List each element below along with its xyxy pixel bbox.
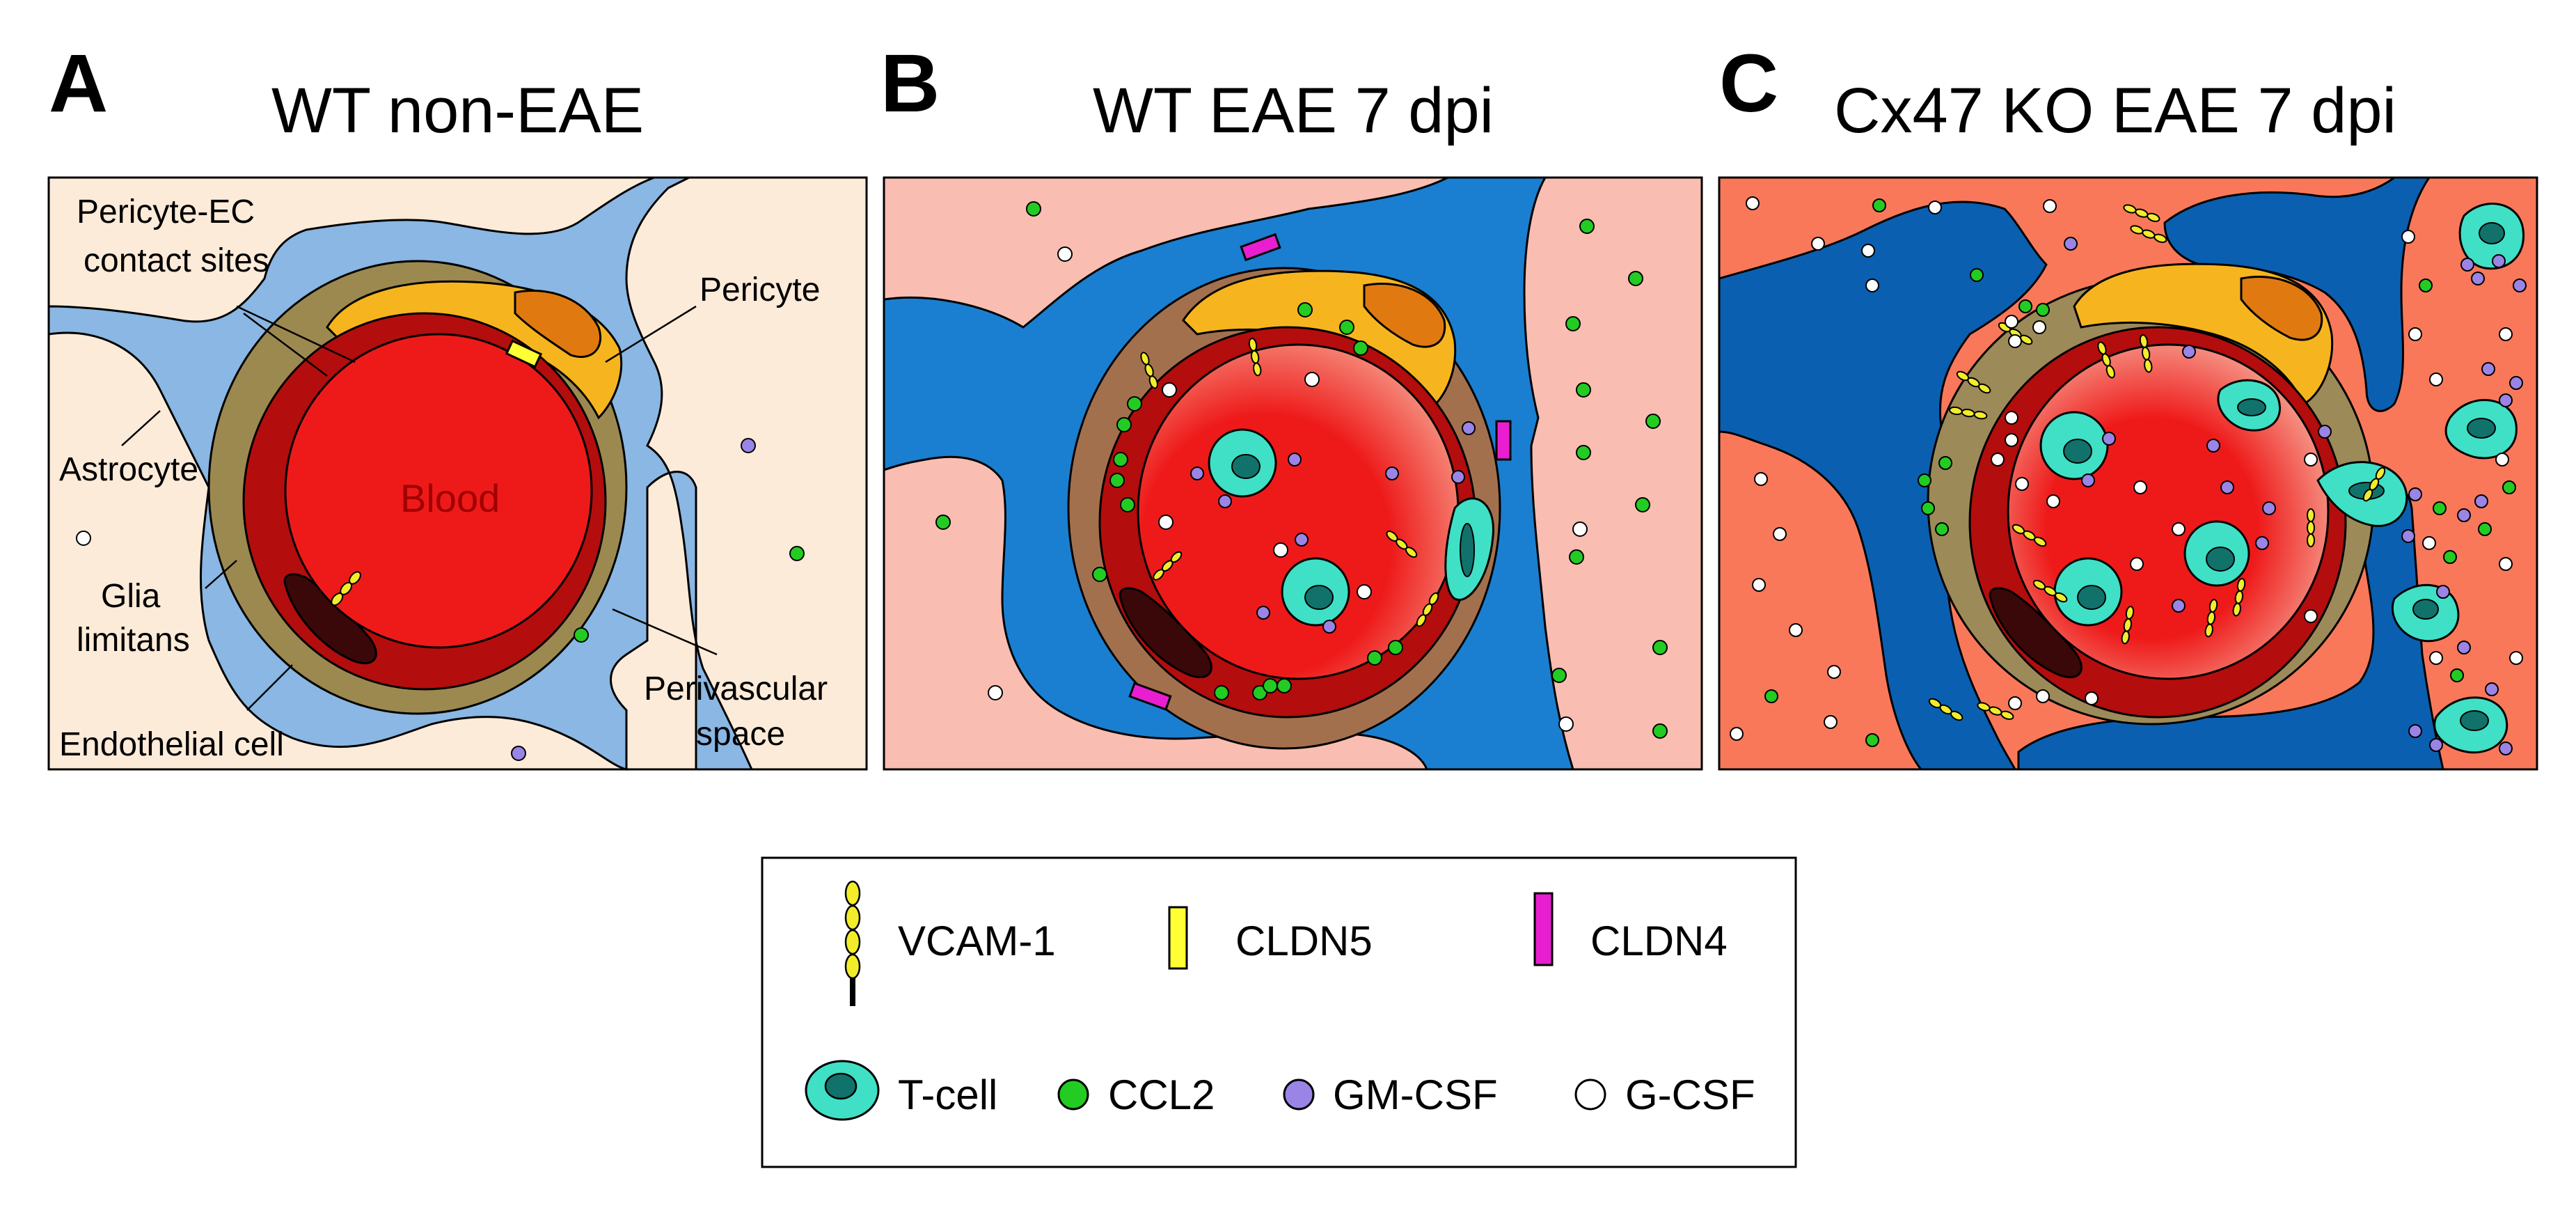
- legend-tcell-icon: [805, 1060, 880, 1121]
- panel-c-gmcsf-dots: [2064, 237, 2527, 755]
- panel-b-vcam-marker-5: [1416, 592, 1439, 627]
- panel-a-endothelial-label: Endothelial cell: [59, 726, 284, 763]
- legend-ccl2-icon: [1057, 1078, 1089, 1111]
- panel-c-tcell-parenchyma: [2391, 203, 2525, 754]
- panel-b-vcam-marker-4: [1386, 531, 1418, 558]
- panel-a-blood-lumen: [284, 333, 593, 649]
- panel-b-vcam-marker-1: [1248, 338, 1262, 377]
- panel-a-gcsf-dot: [76, 531, 91, 546]
- panel-a-gmcsf-dot: [741, 438, 756, 453]
- panel-b: B WT EAE 7 dpi: [880, 38, 1703, 771]
- panel-b-tcell-migrating: [1444, 497, 1494, 601]
- panel-a-title: WT non-EAE: [271, 75, 644, 146]
- panel-b-blood-lumen: [1137, 343, 1460, 680]
- panel-c-title: Cx47 KO EAE 7 dpi: [1834, 75, 2396, 146]
- panel-c-tcell-1: [2039, 411, 2109, 480]
- legend-gcsf-label: G-CSF: [1625, 1072, 1755, 1118]
- panel-c-blood-lumen: [2007, 343, 2330, 680]
- legend-box: [761, 856, 1797, 1168]
- panel-b-cldn4-marker-3: [1128, 682, 1172, 711]
- panel-b-endothelial-nucleus: [1119, 587, 1212, 679]
- panel-b-tcell-2: [1281, 557, 1350, 627]
- panel-b-title: WT EAE 7 dpi: [1093, 75, 1494, 146]
- legend-tcell-label: T-cell: [898, 1072, 997, 1118]
- panel-b-vcam-marker-3: [1153, 551, 1183, 581]
- panel-b-tcell-1: [1208, 428, 1277, 498]
- legend-cldn5-icon: [1168, 906, 1188, 970]
- legend-gcsf-icon: [1574, 1078, 1606, 1111]
- legend: VCAM-1 CLDN5 CLDN4 T-cell CCL2 GM-CSF G-…: [761, 856, 1797, 1168]
- panel-c-tcell-2: [2053, 557, 2123, 627]
- panel-a-pericyte-ec-label-2: contact sites: [84, 242, 269, 279]
- panel-b-ccl2-dots: [935, 201, 1668, 739]
- legend-cldn4-icon: [1533, 892, 1554, 966]
- panel-a-perivascular-label-1: Perivascular: [644, 670, 828, 707]
- panel-c-gcsf-dots: [1730, 196, 2523, 741]
- legend-gmcsf-icon: [1283, 1078, 1315, 1111]
- panel-a: A WT non-EAE Blood: [47, 38, 868, 771]
- panel-a-pericyte-ec-label-1: Pericyte-EC: [77, 194, 255, 230]
- panel-b-gmcsf-dots: [1190, 421, 1476, 634]
- panel-c-ccl2-dots: [1764, 198, 2516, 747]
- panel-b-cldn4-marker-1: [1240, 233, 1281, 262]
- legend-vcam-label: VCAM-1: [898, 918, 1056, 964]
- panel-a-gmcsf-dot-2: [511, 746, 526, 761]
- panel-c-endothelial-nucleus: [1989, 587, 2083, 679]
- panel-a-perivascular-label-2: space: [696, 716, 785, 753]
- panel-a-letter: A: [49, 38, 108, 130]
- panel-a-ccl2-dot-2: [574, 627, 589, 643]
- panel-a-endothelial-nucleus: [283, 573, 377, 665]
- panel-a-vcam-marker: [331, 571, 361, 606]
- panel-c-tcell-3: [2183, 520, 2250, 587]
- legend-cldn4-label: CLDN4: [1590, 918, 1728, 964]
- panel-b-letter: B: [880, 38, 940, 130]
- panel-b-gcsf-dots: [988, 246, 1588, 732]
- panel-a-glia-label-1: Glia: [101, 578, 161, 615]
- panel-b-vcam-marker-2: [1140, 352, 1158, 389]
- panel-b-cldn4-marker-2: [1495, 420, 1512, 461]
- panel-a-glia-label-2: limitans: [77, 622, 190, 659]
- panel-a-astrocyte-label: Astrocyte: [59, 451, 198, 488]
- panel-a-ccl2-dot: [789, 546, 805, 561]
- panel-c-letter: C: [1719, 38, 1778, 130]
- panel-c-tcell-4: [2217, 379, 2281, 432]
- panel-c-pericyte-nucleus: [2240, 275, 2323, 341]
- panel-a-cldn5-marker: [505, 339, 543, 368]
- panel-b-pericyte-nucleus: [1363, 282, 1446, 348]
- legend-ccl2-label: CCL2: [1108, 1072, 1215, 1118]
- panel-a-blood-label: Blood: [400, 476, 500, 520]
- panel-a-pericyte-label: Pericyte: [700, 272, 820, 308]
- panel-a-pericyte-nucleus: [514, 289, 602, 359]
- panel-a-leader-lines: [121, 305, 718, 711]
- legend-cldn5-label: CLDN5: [1235, 918, 1373, 964]
- legend-vcam-icon: [844, 880, 861, 1006]
- panel-c: C Cx47 KO EAE 7 dpi: [1718, 38, 2538, 771]
- legend-gmcsf-label: GM-CSF: [1333, 1072, 1498, 1118]
